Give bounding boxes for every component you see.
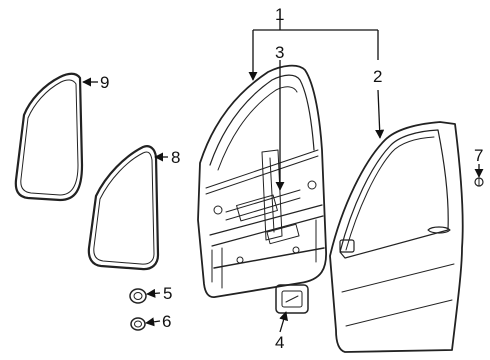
weatherstrip-inner [87,145,160,271]
callout-7: 7 [474,146,483,165]
door-frame-inner [197,64,327,298]
bolt-pin [474,177,484,187]
weatherstrip-outer [14,72,84,202]
plug-6 [130,317,146,331]
callout-4: 4 [275,333,284,352]
window-regulator [261,149,283,241]
access-cover [275,284,309,314]
callout-2: 2 [373,67,382,86]
callout-9: 9 [100,73,109,92]
callout-5: 5 [163,284,172,303]
leader-lines [82,20,484,333]
callout-8: 8 [171,148,180,167]
callout-6: 6 [162,312,171,331]
callout-3: 3 [275,43,284,62]
callout-1: 1 [275,5,284,24]
plug-5 [129,288,147,304]
door-outer-panel [329,121,464,353]
